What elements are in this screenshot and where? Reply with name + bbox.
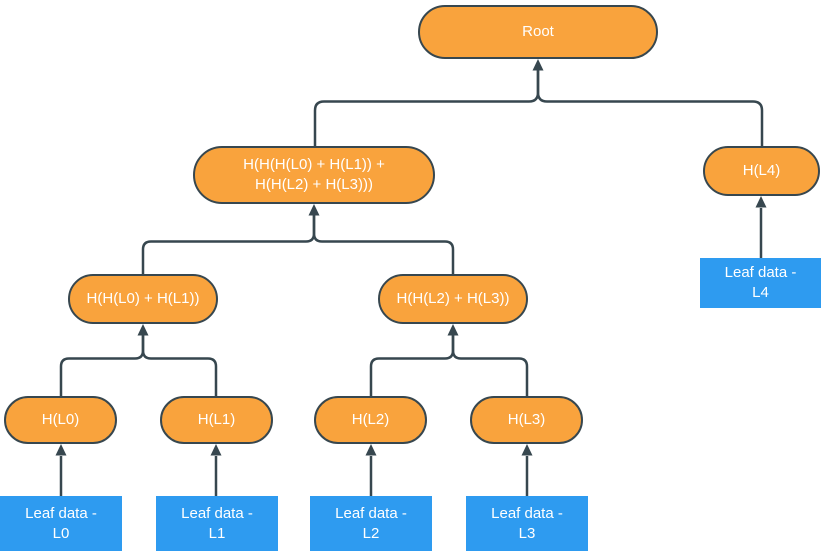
node-hash-l4: H(L4) bbox=[703, 146, 820, 196]
node-hash-l1-label: H(L1) bbox=[197, 411, 236, 428]
node-hash-l2l3: H(H(L2) + H(L3)) bbox=[378, 274, 528, 324]
edge-root-arrowhead bbox=[532, 59, 544, 71]
edge-hashl0l3-arrowhead bbox=[308, 204, 320, 216]
edge-hashl0-to-hashl0l1 bbox=[59, 335, 145, 396]
leaf-data-l2-line2: L2 bbox=[362, 524, 380, 542]
node-hash-l3-label: H(L3) bbox=[507, 411, 546, 428]
leaf-data-l2: Leaf data - L2 bbox=[310, 496, 432, 551]
edge-hashl1-to-hashl0l1 bbox=[141, 335, 218, 396]
leaf-data-l0-line1: Leaf data - bbox=[25, 504, 97, 522]
node-hash-l0l1-label: H(H(L0) + H(L1)) bbox=[86, 290, 200, 307]
node-root: Root bbox=[418, 5, 658, 59]
edge-hashl2-arrowhead bbox=[365, 444, 377, 456]
edge-hashl4-to-root bbox=[536, 70, 764, 146]
edge-hashl0l3-to-root bbox=[313, 70, 540, 146]
edge-hashl3-to-hashl2l3 bbox=[451, 335, 529, 396]
node-hash-l1: H(L1) bbox=[160, 396, 273, 444]
edge-hashl0-arrowhead bbox=[55, 444, 67, 456]
node-hash-l0l1: H(H(L0) + H(L1)) bbox=[68, 274, 218, 324]
node-hash-l0l3-line1: H(H(H(L0) + H(L1)) + bbox=[243, 156, 385, 173]
edge-hashl2-to-hashl2l3 bbox=[369, 335, 455, 396]
node-hash-l0l3-line2: H(H(L2) + H(L3))) bbox=[255, 176, 373, 193]
leaf-data-l2-line1: Leaf data - bbox=[335, 504, 407, 522]
edge-hashl3-arrowhead bbox=[521, 444, 533, 456]
edge-hashl2l3-to-hashl0l3 bbox=[312, 215, 455, 274]
edge-hashl0l1-to-hashl0l3 bbox=[141, 215, 316, 274]
leaf-data-l4-line2: L4 bbox=[752, 284, 769, 301]
node-hash-l2l3-label: H(H(L2) + H(L3)) bbox=[396, 290, 510, 307]
node-hash-l2: H(L2) bbox=[314, 396, 427, 444]
leaf-data-l0: Leaf data - L0 bbox=[0, 496, 122, 551]
node-hash-l3: H(L3) bbox=[470, 396, 583, 444]
node-hash-l0l3: H(H(H(L0) + H(L1)) + H(H(L2) + H(L3))) bbox=[193, 146, 435, 204]
edge-hashl2l3-arrowhead bbox=[447, 324, 459, 336]
node-hash-l4-label: H(L4) bbox=[742, 162, 781, 179]
node-hash-l0: H(L0) bbox=[4, 396, 117, 444]
leaf-data-l1-line1: Leaf data - bbox=[181, 504, 253, 522]
node-root-label: Root bbox=[522, 23, 554, 40]
leaf-data-l3: Leaf data - L3 bbox=[466, 496, 588, 551]
leaf-data-l1-line2: L1 bbox=[208, 524, 226, 542]
leaf-data-l1: Leaf data - L1 bbox=[156, 496, 278, 551]
node-hash-l0-label: H(L0) bbox=[41, 411, 80, 428]
leaf-data-l4: Leaf data - L4 bbox=[700, 258, 821, 308]
node-hash-l2-label: H(L2) bbox=[351, 411, 390, 428]
edge-hashl1-arrowhead bbox=[210, 444, 222, 456]
edge-hashl0l1-arrowhead bbox=[137, 324, 149, 336]
leaf-data-l4-line1: Leaf data - bbox=[724, 264, 797, 281]
edge-hashl4-arrowhead bbox=[755, 196, 767, 208]
leaf-data-l3-line1: Leaf data - bbox=[491, 504, 563, 522]
leaf-data-l3-line2: L3 bbox=[518, 524, 536, 542]
leaf-data-l0-line2: L0 bbox=[52, 524, 70, 542]
